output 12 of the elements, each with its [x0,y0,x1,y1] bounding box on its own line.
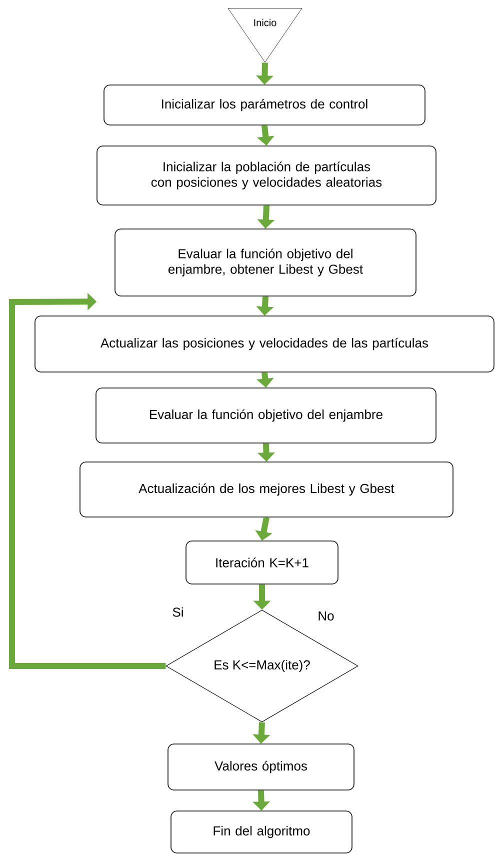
process-box: Inicializar la población de partículas con posiciones y velocidades aleatorias [96,146,436,206]
process-box: Inicializar los parámetros de control [104,84,426,126]
process-box: Fin del algoritmo [170,810,352,854]
process-box: Evaluar la función objetivo del enjambre [96,388,436,444]
arrow [9,292,166,669]
process-box: Iteración K=K+1 [186,540,338,584]
process-box: Valores óptimos [168,744,354,790]
start-triangle: Inicio [228,8,302,62]
branch-label: No [316,610,336,622]
process-box: Evaluar la función objetivo del enjambre, obtener Libest y Gbest [114,228,416,296]
process-box: Actualizar las posiciones y velocidades de las partículas [34,316,494,372]
process-box: Actualización de los mejores Libest y Gbest [80,462,454,518]
